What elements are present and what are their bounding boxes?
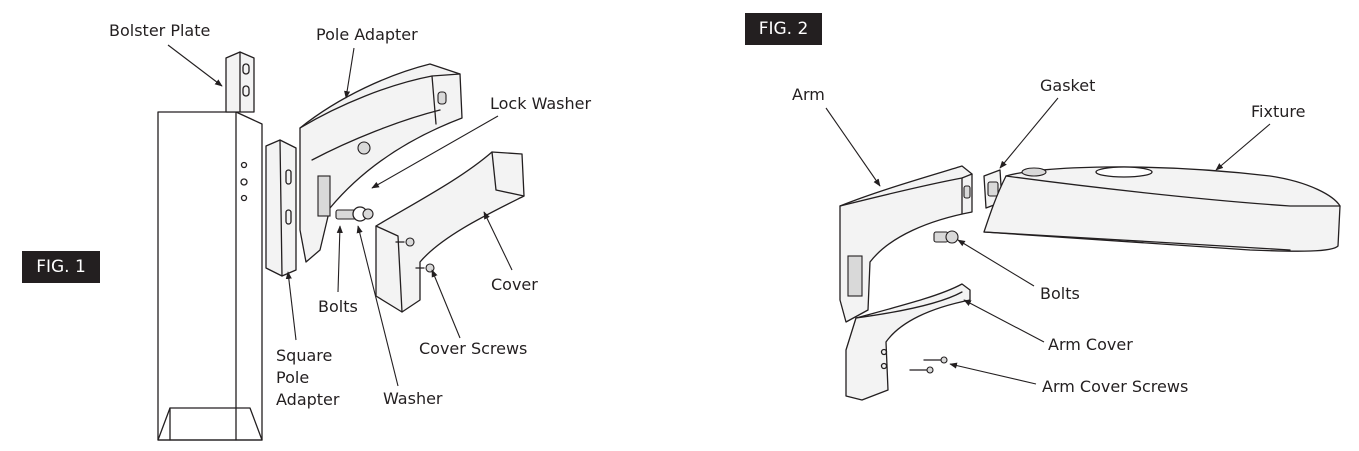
fixture-part: [983, 166, 1341, 252]
label-cover-screws: Cover Screws: [419, 339, 528, 358]
label-washer: Washer: [383, 389, 443, 408]
label-bolts: Bolts: [318, 297, 358, 316]
label-arm-cover: Arm Cover: [1048, 335, 1133, 354]
label-bolts-fig2: Bolts: [1040, 284, 1080, 303]
fig2-leaders: [825, 97, 1271, 385]
fig1-drawing: [157, 44, 525, 441]
fig2-drawing: [825, 97, 1341, 401]
label-arm: Arm: [792, 85, 825, 104]
label-lock-washer: Lock Washer: [490, 94, 592, 113]
fig2-tag: FIG. 2: [745, 13, 822, 45]
label-square-pole-adapter-line1: Square: [276, 346, 333, 365]
arm-part: [839, 165, 973, 323]
arm-cover-screws-part: [909, 356, 948, 374]
label-fixture: Fixture: [1251, 102, 1306, 121]
label-cover: Cover: [491, 275, 538, 294]
label-square-pole-adapter-line2: Pole: [276, 368, 310, 387]
fig2-bolts-part: [933, 230, 959, 244]
fig1-bolts-part: [335, 206, 374, 222]
square-pole: [157, 111, 263, 441]
label-gasket: Gasket: [1040, 76, 1096, 95]
label-bolster-plate: Bolster Plate: [109, 21, 211, 40]
cover-part: [375, 151, 525, 313]
fig1-tag: FIG. 1: [22, 251, 100, 283]
label-arm-cover-screws: Arm Cover Screws: [1042, 377, 1189, 396]
label-pole-adapter: Pole Adapter: [316, 25, 418, 44]
label-square-pole-adapter-line3: Adapter: [276, 390, 340, 409]
fig1-leaders: [167, 44, 513, 387]
square-pole-adapter-part: [265, 139, 297, 277]
bolster-plate: [225, 51, 255, 113]
